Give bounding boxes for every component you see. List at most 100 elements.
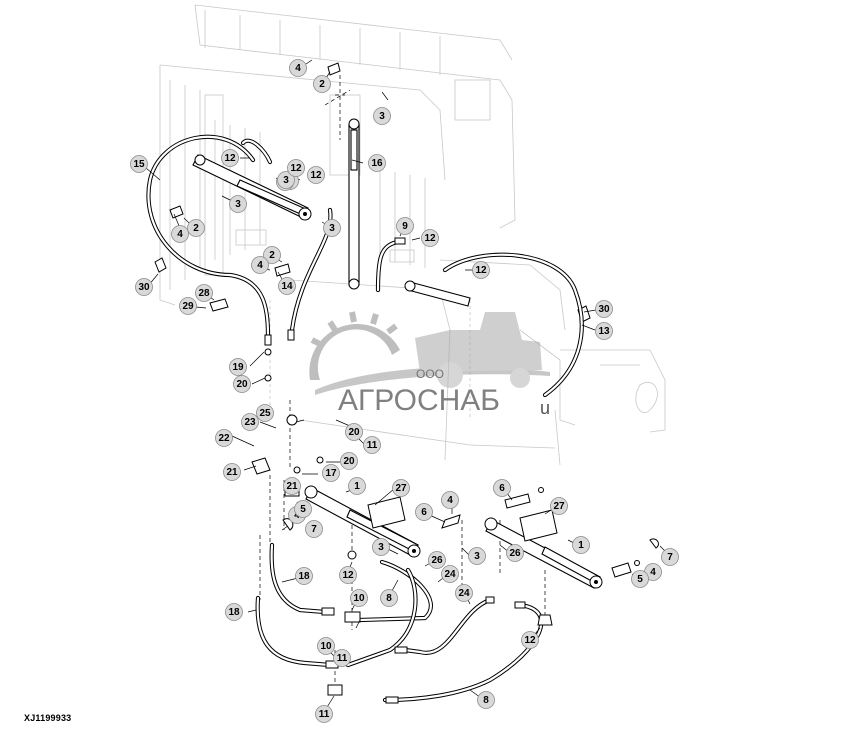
callout-balloon [278, 277, 296, 295]
lower-left-cylinder [304, 485, 461, 558]
callout-balloon [572, 536, 590, 554]
agrosnab-watermark-logo: ООО АГРОСНАБ u [309, 311, 550, 418]
callout-balloon [135, 278, 153, 296]
callout-label: 12 [221, 149, 239, 167]
callout-label: 8 [380, 589, 398, 607]
callout-number: 20 [343, 456, 355, 467]
callout-balloon [305, 520, 323, 538]
callout-balloon [263, 246, 281, 264]
callout-balloon [521, 631, 539, 649]
callout-balloon [345, 423, 363, 441]
callout-label: 2 [187, 219, 205, 237]
callout-number: 12 [342, 570, 354, 581]
callout-number: 13 [598, 326, 610, 337]
callout-number: 30 [598, 304, 610, 315]
callout-number: 7 [667, 552, 673, 563]
callout-number: 28 [198, 288, 210, 299]
callout-label: 4 [289, 59, 307, 77]
callout-balloon [223, 463, 241, 481]
callout-label: 22 [215, 429, 233, 447]
callout-label: 12 [339, 566, 357, 584]
callout-number: 12 [290, 163, 302, 174]
watermark-trailing-letter: u [540, 398, 550, 418]
callout-balloon [396, 217, 414, 235]
callout-balloon [595, 300, 613, 318]
callout-number: 4 [177, 229, 183, 240]
callout-balloon [229, 358, 247, 376]
callout-number: 18 [298, 571, 310, 582]
callout-label: 18 [295, 567, 313, 585]
callout-balloon [294, 500, 312, 518]
callout-balloon [287, 159, 305, 177]
watermark-prefix: ООО [416, 367, 444, 381]
callout-balloon [233, 375, 251, 393]
callout-label: 4 [171, 225, 189, 243]
callout-balloon [631, 570, 649, 588]
callout-label: 3 [468, 547, 486, 565]
callout-balloon [421, 229, 439, 247]
lower-right-cylinder [449, 487, 659, 589]
callout-number: 26 [431, 555, 443, 566]
callout-number: 5 [300, 504, 306, 515]
callout-label: 11 [363, 436, 381, 454]
callout-label: 8 [477, 691, 495, 709]
callout-balloon [283, 477, 301, 495]
callout-balloon [472, 261, 490, 279]
callout-balloon [215, 429, 233, 447]
callout-balloon [372, 538, 390, 556]
callout-label: 16 [368, 154, 386, 172]
callout-number: 11 [319, 709, 330, 720]
callout-label: 3 [229, 195, 247, 213]
callout-balloon [348, 477, 366, 495]
callout-balloon [241, 413, 259, 431]
callout-label: 12 [472, 261, 490, 279]
callout-balloon [130, 155, 148, 173]
callout-label: 9 [396, 217, 414, 235]
callout-number: 18 [228, 607, 240, 618]
callout-label: 30 [595, 300, 613, 318]
callout-number: 2 [193, 223, 199, 234]
callout-label: 28 [195, 284, 213, 302]
callout-label: 3 [277, 171, 295, 189]
callout-balloon [289, 59, 307, 77]
callout-balloon [322, 464, 340, 482]
callout-number: 14 [281, 281, 293, 292]
callout-number: 8 [386, 593, 392, 604]
callout-label: 20 [233, 375, 251, 393]
callout-number: 16 [371, 158, 383, 169]
callout-label: 20 [345, 423, 363, 441]
drawing-code: XJ1199933 [24, 713, 72, 723]
callout-number: 12 [424, 233, 436, 244]
callout-label: 7 [661, 548, 679, 566]
callout-label: 3 [323, 219, 341, 237]
callout-label: 21 [283, 477, 301, 495]
callout-number: 24 [444, 569, 456, 580]
callout-number: 1 [578, 540, 584, 551]
callout-balloon [506, 544, 524, 562]
callout-label: 30 [135, 278, 153, 296]
callout-balloon [415, 503, 433, 521]
callout-number: 6 [499, 483, 505, 494]
callout-number: 3 [474, 551, 480, 562]
callout-label: 6 [415, 503, 433, 521]
callout-number: 22 [218, 433, 230, 444]
callout-balloon [368, 154, 386, 172]
callout-label: 29 [179, 297, 197, 315]
callout-number: 20 [348, 427, 360, 438]
callout-balloon [221, 149, 239, 167]
callout-number: 15 [133, 159, 145, 170]
callout-number: 4 [295, 63, 301, 74]
callout-balloon [441, 565, 459, 583]
callout-number: 3 [235, 199, 241, 210]
callout-number: 6 [421, 507, 427, 518]
callout-number: 1 [354, 481, 360, 492]
callout-balloon [195, 284, 213, 302]
callout-label: 17 [322, 464, 340, 482]
callout-balloon [363, 436, 381, 454]
callout-number: 30 [138, 282, 150, 293]
callout-number: 12 [475, 265, 487, 276]
callout-number: 24 [458, 588, 470, 599]
callout-number: 5 [637, 574, 643, 585]
callout-label: 3 [372, 538, 390, 556]
